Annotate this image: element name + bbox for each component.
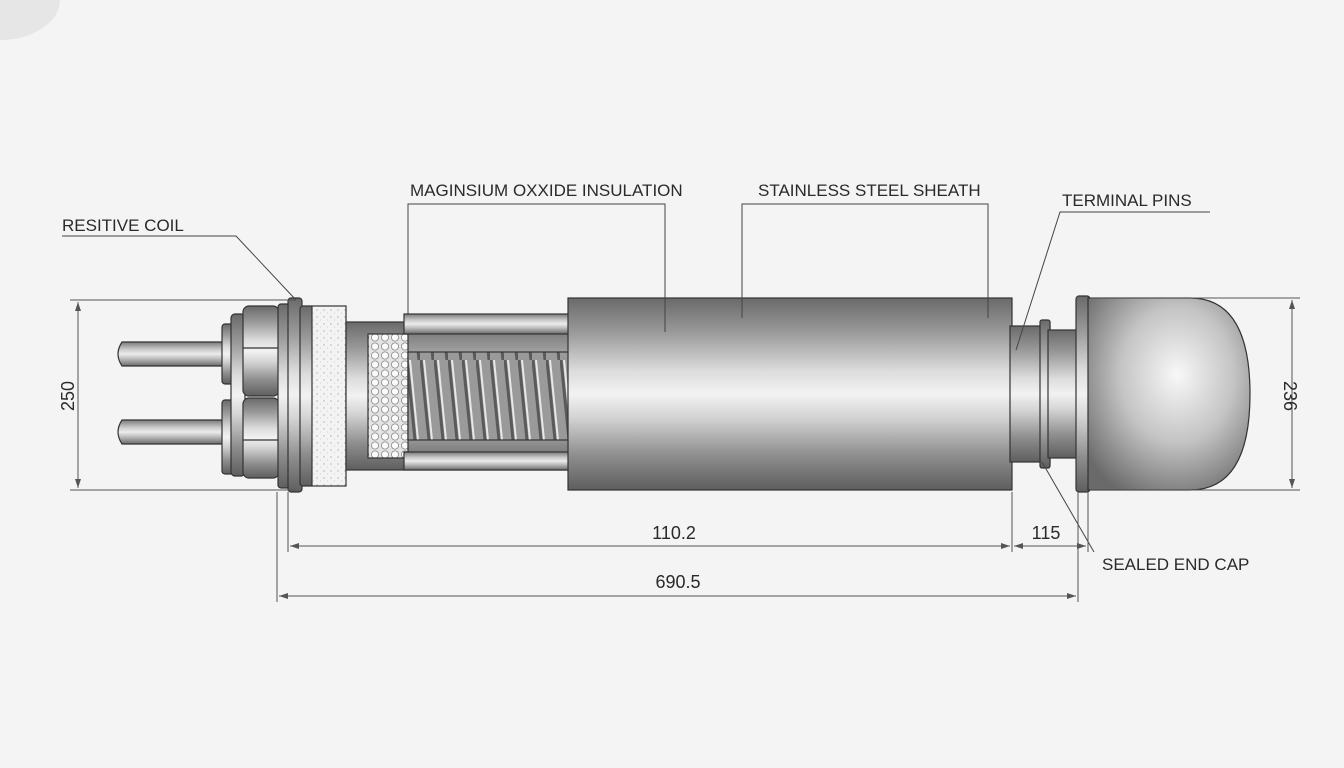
terminal-nuts — [221, 305, 280, 479]
flange-washers — [277, 297, 315, 493]
neck-section — [1009, 319, 1079, 469]
dim-left-height: 250 — [58, 381, 78, 411]
stainless-steel-sheath — [567, 297, 1013, 491]
sealed-end-cap — [1075, 295, 1251, 493]
cutaway-section — [345, 313, 573, 471]
leader-lines — [62, 203, 1210, 553]
dim-right-height: 236 — [1280, 381, 1300, 411]
label-mgo-insulation: MAGINSIUM OXXIDE INSULATION — [410, 181, 683, 200]
dimension-lines — [70, 297, 1300, 602]
dim-neck-length: 115 — [1032, 523, 1061, 543]
dim-overall-length: 690.5 — [655, 572, 700, 592]
label-resistive-coil: RESITIVE COIL — [62, 216, 184, 235]
label-sealed-end-cap: SEALED END CAP — [1102, 555, 1249, 574]
label-sheath: STAINLESS STEEL SHEATH — [758, 181, 981, 200]
dim-sheath-length: 110.2 — [652, 523, 696, 543]
label-terminal-pins: TERMINAL PINS — [1062, 191, 1192, 210]
corner-shade — [0, 0, 60, 40]
insulation-block — [311, 305, 347, 487]
terminal-pins — [117, 341, 233, 445]
